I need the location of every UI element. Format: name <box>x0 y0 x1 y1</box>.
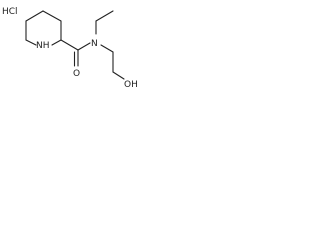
hydroxyethyl-group <box>100 44 125 80</box>
ring-bond-1 <box>42 10 62 22</box>
carbonyl-to-amide-n-bond <box>77 42 91 51</box>
hydroxyl-label: OH <box>124 80 138 90</box>
piperidine-ring <box>25 10 62 46</box>
amide-n-label: N <box>91 39 98 49</box>
carbonyl-o-label: O <box>73 69 80 79</box>
chemical-structure: HCl NH O N OH <box>2 7 138 90</box>
ring-bond-3 <box>51 39 62 46</box>
amine-nh-label: NH <box>36 41 50 51</box>
ethyl-group <box>95 10 114 35</box>
ring-bond-4 <box>25 39 37 46</box>
carbonyl-double-bond <box>73 49 79 67</box>
salt-label: HCl <box>2 7 18 17</box>
ring-bond-6 <box>25 10 44 22</box>
ring-to-carbonyl-bond <box>60 39 79 51</box>
